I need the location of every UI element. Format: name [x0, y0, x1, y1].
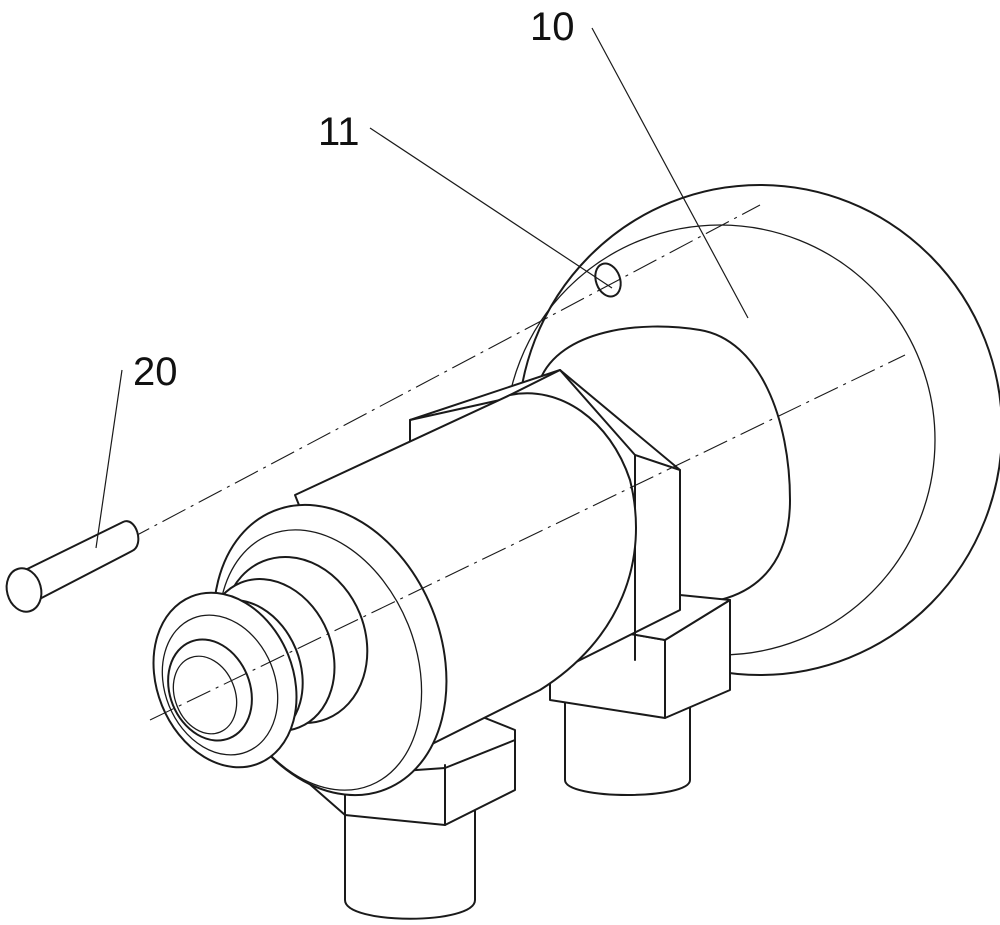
label-11: 11 — [318, 110, 360, 154]
leader-11 — [370, 128, 612, 288]
label-20: 20 — [133, 350, 178, 394]
label-10: 10 — [530, 5, 575, 49]
leader-20 — [96, 370, 122, 548]
pin — [2, 521, 138, 615]
